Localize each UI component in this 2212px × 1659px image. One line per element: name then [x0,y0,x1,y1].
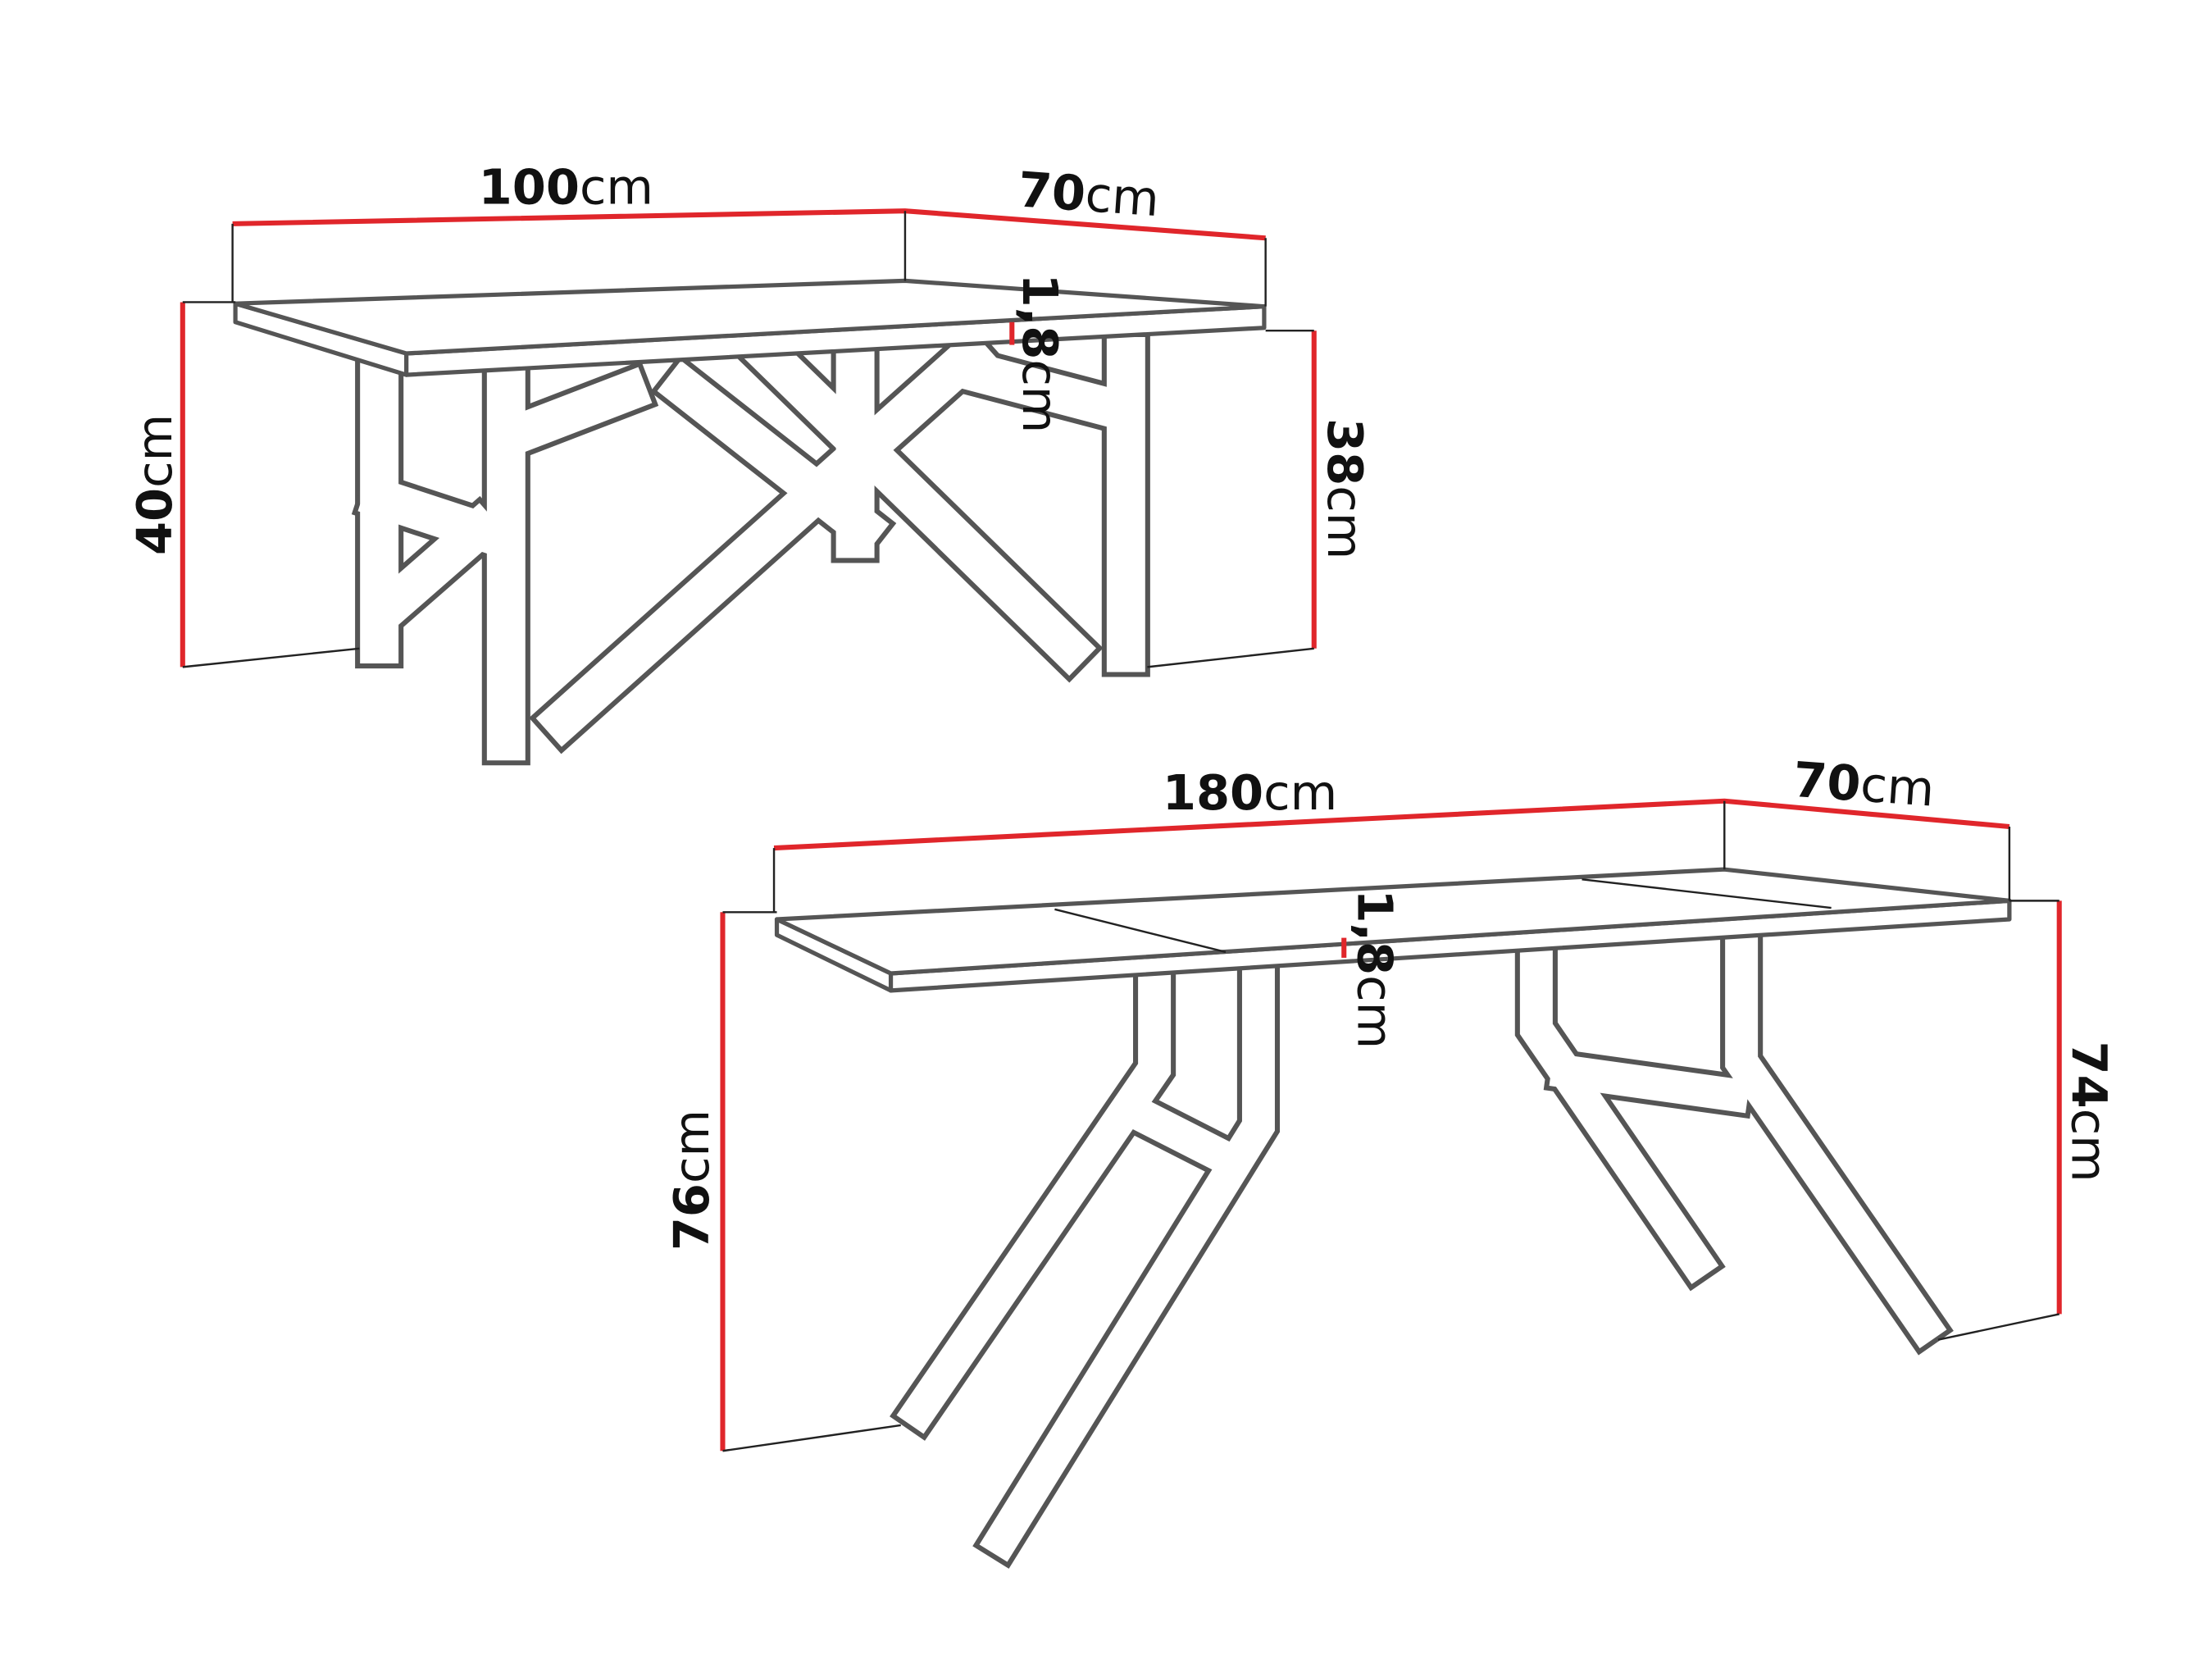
coffee-height-legs-label: 38cm [1317,418,1373,559]
dining-depth-label: 70cm [1791,751,1937,818]
dining-table-legs [890,918,1954,1569]
dining-length-label: 180cm [1163,764,1337,821]
dining-height-total-label: 76cm [663,1110,720,1251]
dining-table: 180cm 70cm 76cm 74cm 1,8cm [663,751,2117,1569]
coffee-table: 100cm 70cm 40cm 38cm 1,8cm [126,159,1373,766]
coffee-length-label: 100cm [479,159,653,216]
dining-table-dimension-lines [720,798,2062,1452]
coffee-table-dimension-lines [180,208,1317,668]
dining-thickness-label: 1,8cm [1347,889,1404,1049]
coffee-thickness-label: 1,8cm [1012,274,1068,434]
coffee-table-legs [351,321,1150,766]
dining-height-legs-label: 74cm [2060,1041,2117,1182]
coffee-height-total-label: 40cm [126,414,183,555]
coffee-depth-label: 70cm [1017,161,1162,227]
coffee-table-top [233,278,1267,377]
